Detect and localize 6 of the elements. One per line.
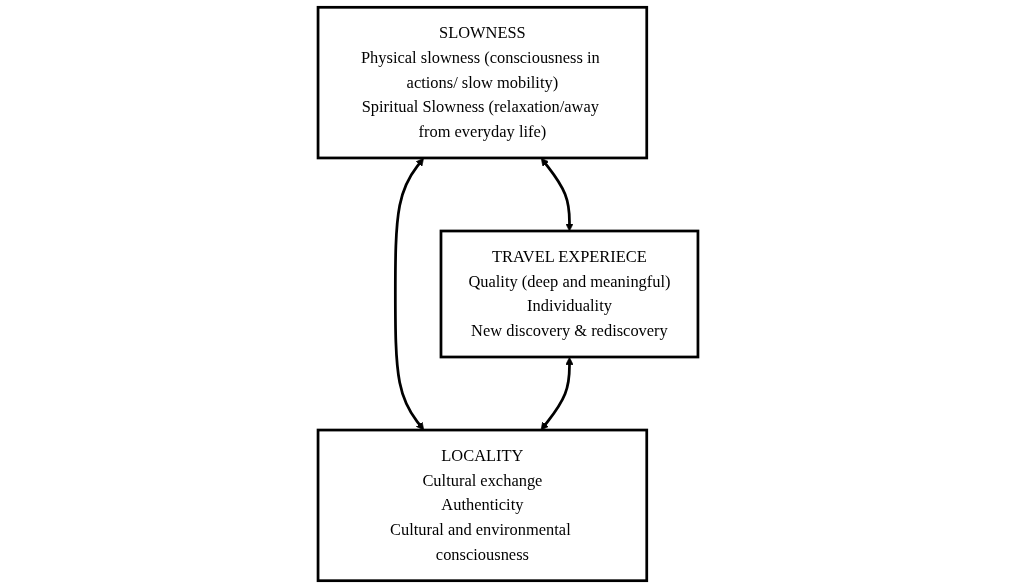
arrow bbox=[540, 157, 574, 232]
arrow bbox=[540, 357, 574, 431]
node-box: TRAVEL EXPERIECE Quality (deep and meaningful) Individuality New discovery & rediscovery bbox=[439, 229, 700, 359]
node-box: SLOWNESS Physical slowness (consciousness in actions/ slow mobility) Spiritual Slowness (relaxation/away from everyday life) bbox=[316, 5, 649, 160]
arrow bbox=[393, 157, 425, 431]
node-box: LOCALITY Cultural exchange Authenticity Cultural and environmental consciousness bbox=[316, 428, 649, 583]
